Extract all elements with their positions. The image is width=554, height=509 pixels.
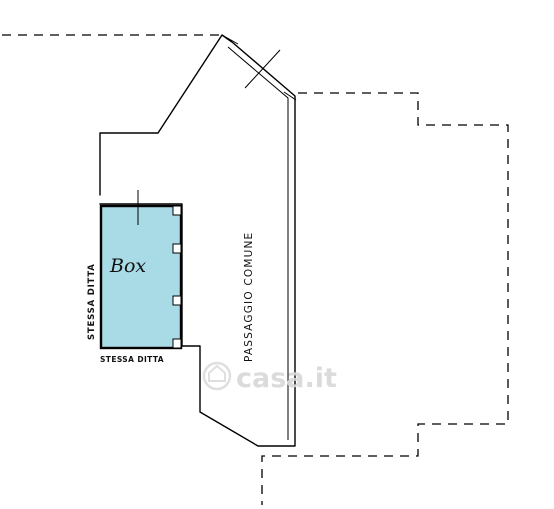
box-label: Box xyxy=(109,255,146,277)
box-pillar-4 xyxy=(172,338,182,349)
entrance-mark-bottom xyxy=(283,91,297,101)
watermark-logo-icon xyxy=(202,361,232,391)
entrance-mark-top xyxy=(221,34,239,45)
top-left-boundary-dashed xyxy=(2,34,233,43)
side-owner-label: STESSA DITTA xyxy=(87,263,97,340)
entrance-cut-line xyxy=(244,49,281,89)
watermark-house-icon xyxy=(208,364,226,382)
box-pillar-3 xyxy=(172,295,182,306)
box-pillar-1 xyxy=(172,205,182,216)
passage-label: PASSAGGIO COMUNE xyxy=(243,232,255,362)
right-boundary-dashed xyxy=(261,92,509,505)
entrance-inner-line xyxy=(227,46,289,440)
bottom-owner-label: STESSA DITTA xyxy=(100,355,164,364)
watermark: casa.it xyxy=(202,361,337,394)
box-area xyxy=(99,204,183,350)
watermark-text: casa.it xyxy=(236,363,337,394)
box-pillar-2 xyxy=(172,243,182,254)
